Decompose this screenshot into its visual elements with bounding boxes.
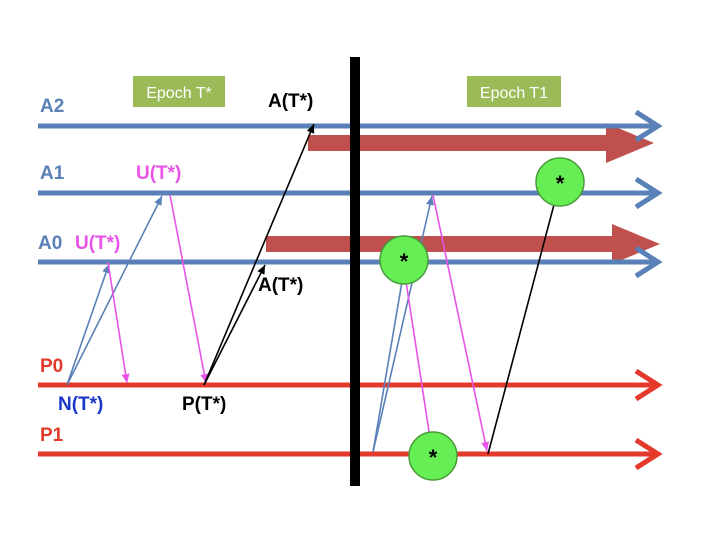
svg-text:*: * xyxy=(400,249,409,274)
star-node-a1: * xyxy=(535,157,585,207)
lane-label-p1: P1 xyxy=(40,425,64,446)
thick-arrow-a2 xyxy=(308,123,654,163)
lane-a0 xyxy=(38,245,663,279)
epoch-label-right: Epoch T1 xyxy=(467,76,561,107)
label-p-tstar: P(T*) xyxy=(182,394,226,415)
svg-text:Epoch T1: Epoch T1 xyxy=(480,85,548,102)
star-node-a0: * xyxy=(379,235,429,285)
thick-arrow-a0 xyxy=(266,224,660,264)
message-p-to-a2 xyxy=(203,123,315,386)
message-u-a0-to-p0 xyxy=(107,261,130,384)
lane-label-a1: A1 xyxy=(40,163,65,184)
lane-p0 xyxy=(38,368,663,402)
svg-text:*: * xyxy=(556,171,565,196)
message-n-to-a1 xyxy=(66,195,163,386)
message-p1-to-a1 xyxy=(372,195,434,453)
svg-text:Epoch T*: Epoch T* xyxy=(146,85,212,102)
message-u-a1-to-p0 xyxy=(169,194,209,384)
label-a-tstar-top: A(T*) xyxy=(268,91,313,112)
message-p1-to-a1-black xyxy=(487,181,561,455)
lane-label-a0: A0 xyxy=(38,233,62,254)
message-p-to-a0 xyxy=(203,264,266,386)
message-a1-to-p1 xyxy=(432,194,490,452)
lane-label-a2: A2 xyxy=(40,96,64,117)
epoch-barrier xyxy=(350,57,360,486)
label-u-tstar-a0: U(T*) xyxy=(75,233,120,254)
message-p1-to-a0 xyxy=(372,263,408,453)
epoch-label-left: Epoch T* xyxy=(133,76,225,107)
lane-p1 xyxy=(38,437,663,471)
message-a0-to-p1 xyxy=(402,261,435,452)
label-n-tstar: N(T*) xyxy=(58,394,103,415)
lane-a2 xyxy=(38,109,663,143)
star-node-p1: * xyxy=(408,431,458,481)
lane-label-p0: P0 xyxy=(40,356,63,377)
svg-text:*: * xyxy=(429,445,438,470)
label-u-tstar-a1: U(T*) xyxy=(136,163,181,184)
message-n-to-a0 xyxy=(66,263,110,386)
label-a-tstar-mid: A(T*) xyxy=(258,275,303,296)
